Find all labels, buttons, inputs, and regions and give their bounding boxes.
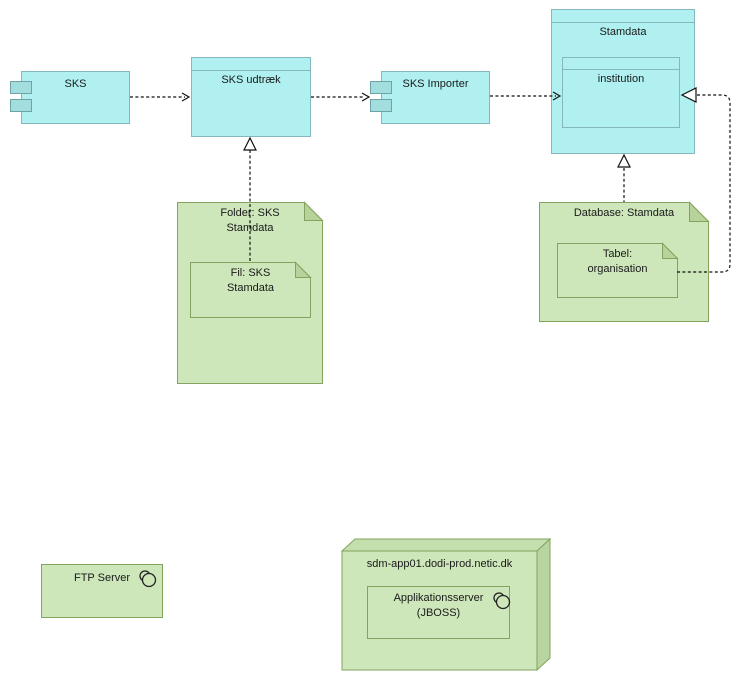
class-institution[interactable]: institution [562,57,680,128]
artifact-fil-label: Fil: SKS Stamdata [226,267,275,294]
note-fold-corner [304,201,324,221]
component-sks[interactable]: SKS [21,71,130,124]
node-ftp-server-label: FTP Server [73,572,131,584]
dependency-sks-to-udtraek [130,92,191,102]
dependency-importer-to-institution [490,91,562,101]
component-sks-importer[interactable]: SKS Importer [381,71,490,124]
compartment-divider [192,58,310,71]
artifact-fil-note[interactable] [190,261,312,318]
artifact-folder-label: Folder: SKS Stamdata [220,207,280,234]
compartment-divider [563,58,679,70]
component-sks-udtraek-label: SKS udtræk [221,74,281,86]
node-right-face [536,537,551,672]
note-body[interactable] [557,243,678,298]
node-app-server-label: Applikationsserver (JBOSS) [393,592,484,619]
dependency-udtraek-to-importer [311,92,371,102]
compartment-divider [552,10,694,23]
node-ftp-server[interactable]: FTP Server [41,564,163,618]
note-fold-corner [662,242,679,259]
component-sks-udtraek[interactable]: SKS udtræk [191,57,311,137]
node-app-host-label: sdm-app01.dodi-prod.netic.dk [366,558,513,570]
realization-database-to-stamdata [617,153,631,202]
component-port-icon [370,99,392,112]
component-sks-label: SKS [64,78,87,90]
component-port-icon [10,99,32,112]
class-stamdata-label: Stamdata [599,26,647,38]
component-port-icon [10,81,32,94]
component-port-icon [370,81,392,94]
node-icon [139,570,157,588]
artifact-database-label: Database: Stamdata [573,207,675,219]
artifact-tabel-note[interactable] [557,242,679,298]
component-sks-importer-label: SKS Importer [402,78,469,90]
note-body[interactable] [190,262,311,318]
node-top-face [340,538,552,552]
node-app-server[interactable]: Applikationsserver (JBOSS) [367,586,511,639]
artifact-tabel-label: Tabel: organisation [587,248,648,275]
note-fold-corner [295,261,312,278]
class-institution-label: institution [597,73,645,85]
node-icon [493,592,511,610]
